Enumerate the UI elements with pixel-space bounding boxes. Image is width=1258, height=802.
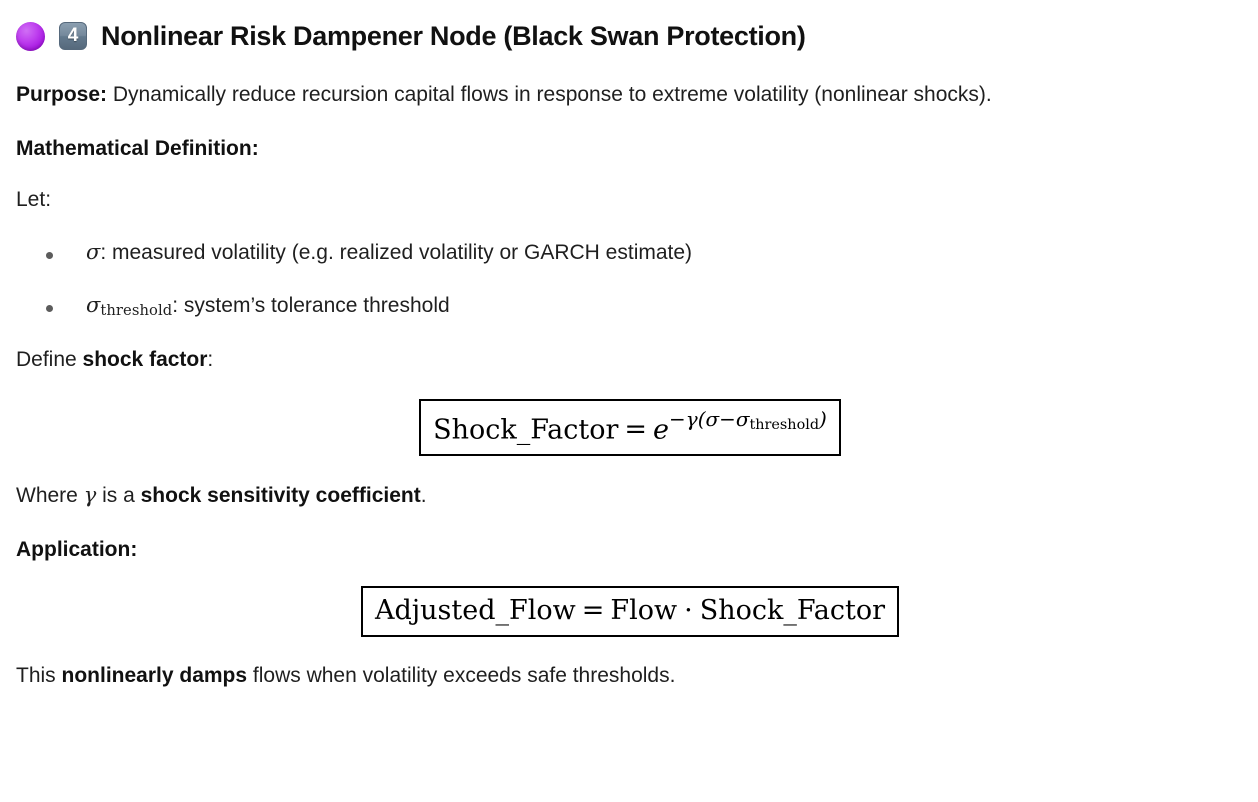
purpose-label: Purpose: — [16, 83, 108, 106]
formula-equals: = — [624, 414, 648, 446]
adjusted-flow-equals: = — [581, 595, 605, 627]
application-heading: Application: — [16, 538, 138, 562]
exponent-gamma: γ — [685, 406, 698, 431]
where-mid: is a — [96, 484, 141, 508]
exponent-sigma-threshold: σ — [735, 406, 750, 431]
math-definition-heading: Mathematical Definition: — [16, 137, 259, 161]
exponent-subscript: threshold — [749, 416, 820, 433]
conclusion-suffix: flows when volatility exceeds safe thres… — [247, 664, 676, 688]
exponent-sigma: σ — [705, 406, 720, 431]
adjusted-flow-rhs-second: Shock_Factor — [699, 595, 885, 627]
list-item: σ: measured volatility (e.g. realized vo… — [16, 239, 1244, 266]
page-title: Nonlinear Risk Dampener Node (Black Swan… — [101, 20, 806, 51]
conclusion-paragraph: This nonlinearly damps flows when volati… — [16, 662, 1244, 690]
adjusted-flow-lhs: Adjusted_Flow — [375, 595, 576, 627]
purple-circle-icon — [16, 21, 45, 51]
shock-factor-term: shock factor — [82, 348, 208, 372]
purpose-paragraph: Purpose: Dynamically reduce recursion ca… — [16, 81, 1244, 109]
formula-exponent: −γ(σ−σthreshold) — [669, 406, 827, 433]
multiplication-dot: · — [684, 595, 693, 627]
adjusted-flow-rhs-first: Flow — [610, 595, 678, 627]
formula-base: e — [653, 414, 670, 446]
definition-list: σ: measured volatility (e.g. realized vo… — [16, 239, 1244, 321]
formula-lhs: Shock_Factor — [433, 414, 619, 446]
gamma-symbol: γ — [83, 483, 97, 508]
page-header: 4 Nonlinear Risk Dampener Node (Black Sw… — [16, 16, 1244, 56]
purpose-text: Dynamically reduce recursion capital flo… — [107, 83, 992, 106]
list-item: σthreshold: system’s tolerance threshold — [16, 292, 1244, 320]
application-formula-wrap: Adjusted_Flow=Flow·Shock_Factor — [16, 586, 1244, 638]
sigma-threshold-symbol: σ — [86, 292, 101, 317]
shock-sensitivity-term: shock sensitivity coefficient — [140, 484, 421, 508]
adjusted-flow-formula: Adjusted_Flow=Flow·Shock_Factor — [361, 586, 899, 638]
let-label: Let: — [16, 188, 52, 212]
exponent-minus: − — [719, 406, 736, 431]
exponent-open-paren: ( — [697, 406, 706, 431]
shock-factor-formula: Shock_Factor=e−γ(σ−σthreshold) — [419, 398, 841, 457]
shock-factor-formula-wrap: Shock_Factor=e−γ(σ−σthreshold) — [16, 398, 1244, 457]
sigma-description: : measured volatility (e.g. realized vol… — [100, 240, 693, 264]
define-suffix: : — [207, 348, 214, 372]
where-gamma-line: Where γ is a shock sensitivity coefficie… — [16, 481, 1244, 510]
nonlinearly-damps-term: nonlinearly damps — [61, 664, 248, 688]
sigma-threshold-description: : system’s tolerance threshold — [172, 293, 450, 317]
sigma-symbol: σ — [86, 239, 101, 264]
exponent-close-paren: ) — [819, 406, 827, 431]
where-prefix: Where — [16, 484, 84, 508]
keycap-four-icon: 4 — [59, 22, 87, 50]
define-prefix: Define — [16, 348, 83, 372]
exponent-sign: − — [669, 406, 686, 431]
conclusion-prefix: This — [16, 664, 62, 688]
sigma-threshold-subscript: threshold — [100, 302, 173, 320]
document-page: 4 Nonlinear Risk Dampener Node (Black Sw… — [16, 16, 1244, 690]
define-shock-factor-line: Define shock factor: — [16, 346, 1244, 374]
where-suffix: . — [420, 484, 427, 508]
